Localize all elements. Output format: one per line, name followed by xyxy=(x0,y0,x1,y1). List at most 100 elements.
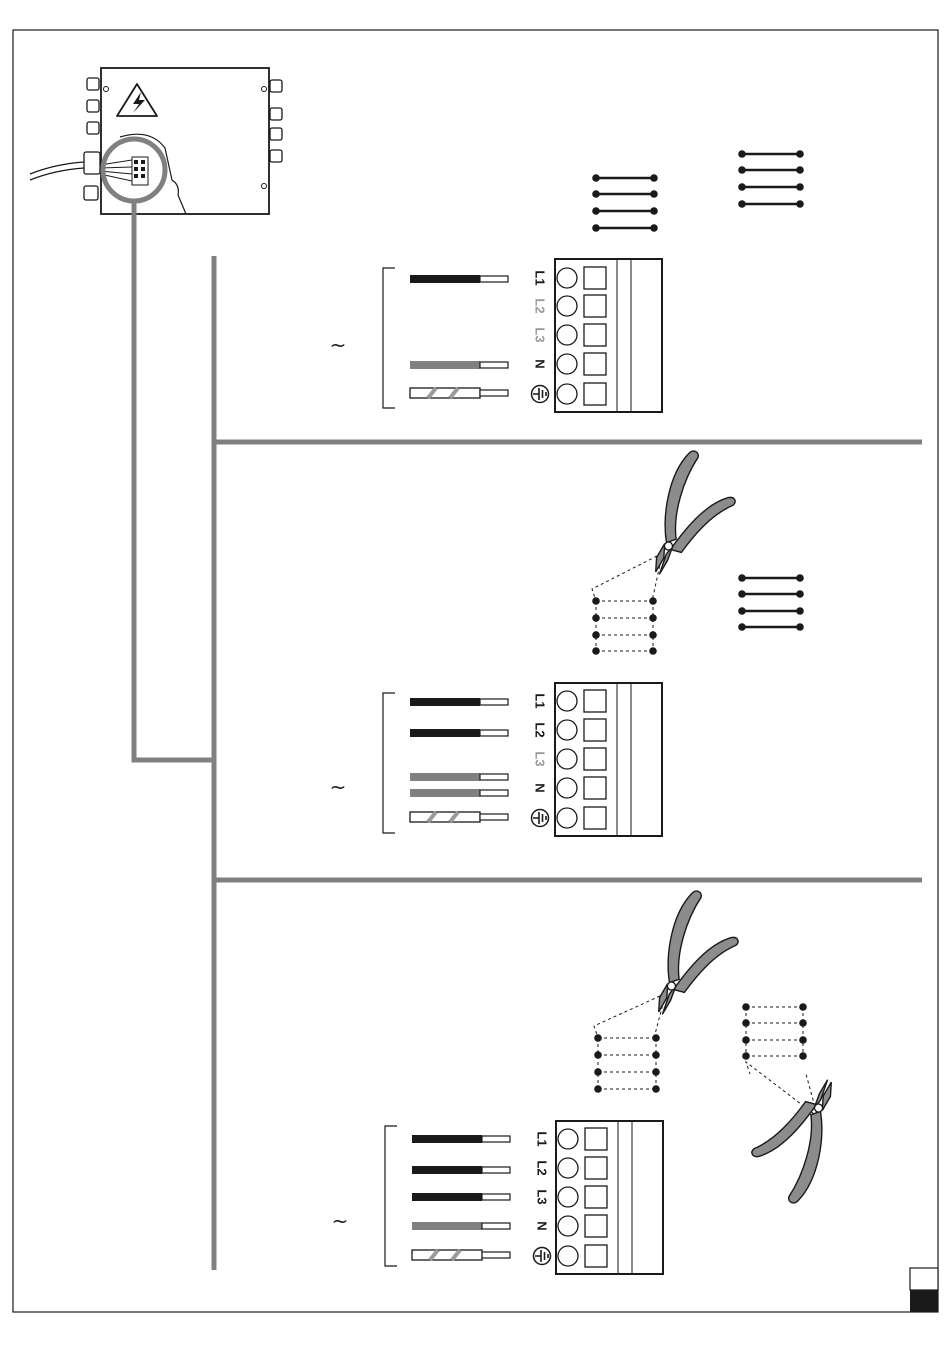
jumper-end xyxy=(742,1036,750,1044)
terminal-clamp xyxy=(584,807,606,829)
jumper-end xyxy=(592,190,600,198)
earth-ground-icon xyxy=(532,386,549,403)
plier-handle xyxy=(758,1110,854,1205)
terminal-screw xyxy=(557,691,577,711)
jumper-end xyxy=(592,631,600,639)
wire xyxy=(412,1222,510,1230)
wire-conductor xyxy=(480,390,508,396)
cut-guide-line xyxy=(594,996,660,1038)
jumper-end xyxy=(652,1085,660,1093)
terminal-screw xyxy=(557,808,577,828)
terminal-clamp xyxy=(584,777,606,799)
jumper-end xyxy=(652,1068,660,1076)
earth-wire-insulation xyxy=(410,388,480,398)
terminal-label: L3 xyxy=(535,1189,550,1204)
wire-cutter-pliers-icon xyxy=(612,445,748,576)
jumper-end xyxy=(738,166,746,174)
jumper-end xyxy=(592,224,600,232)
jumper-end xyxy=(649,631,657,639)
wire xyxy=(410,729,508,737)
jumper-end xyxy=(796,166,804,174)
terminal-label: L2 xyxy=(533,298,548,313)
wire-conductor xyxy=(480,362,508,368)
wire-conductor xyxy=(480,814,508,820)
jumper-end xyxy=(594,1051,602,1059)
wire-insulation xyxy=(410,729,480,737)
wire-bundle-bracket xyxy=(385,1126,397,1266)
jumper-end xyxy=(742,1052,750,1060)
ac-tilde: ~ xyxy=(332,1209,349,1233)
jumper-end xyxy=(594,1068,602,1076)
jumper-end xyxy=(738,623,746,631)
wire-bundle-bracket xyxy=(383,693,395,833)
terminal-screw xyxy=(557,384,577,404)
terminal-screw xyxy=(557,778,577,798)
terminal-screw xyxy=(558,1187,578,1207)
jumper-bridge-icon xyxy=(592,174,658,232)
wire-cutter-pliers-icon xyxy=(615,885,751,1016)
jumper-end xyxy=(650,224,658,232)
jumper-end xyxy=(649,597,657,605)
terminal-screw xyxy=(557,268,577,288)
wire xyxy=(410,698,508,706)
ac-tilde: ~ xyxy=(330,775,347,799)
terminal-label: L1 xyxy=(533,693,548,708)
jumper-end xyxy=(742,1003,750,1011)
cut-guide-line xyxy=(592,556,657,601)
junction-box-icon xyxy=(30,68,282,214)
wire-insulation xyxy=(410,275,480,283)
jumper-end xyxy=(592,614,600,622)
terminal-label: L2 xyxy=(535,1160,550,1175)
terminal-clamp xyxy=(584,353,606,375)
terminal-clamp xyxy=(584,690,606,712)
jumper-end xyxy=(738,590,746,598)
earth-ground-icon xyxy=(534,1248,551,1265)
wire-conductor xyxy=(482,1223,510,1229)
jumper-end xyxy=(738,200,746,208)
wire-conductor xyxy=(482,1194,510,1200)
jumper-end xyxy=(799,1036,807,1044)
jumper-end xyxy=(738,607,746,615)
wire-cutter-pliers-icon xyxy=(739,1079,875,1210)
terminal-label: L3 xyxy=(533,751,548,766)
jumper-bridge-icon xyxy=(594,1034,660,1093)
jumper-end xyxy=(592,207,600,215)
terminal-clamp xyxy=(584,719,606,741)
terminal-block xyxy=(556,1121,663,1274)
wire-conductor xyxy=(480,790,508,796)
jumper-end xyxy=(796,183,804,191)
terminal-block xyxy=(555,259,662,412)
plier-handle xyxy=(636,889,732,984)
wire xyxy=(410,812,508,822)
wire xyxy=(412,1193,510,1201)
jumper-end xyxy=(650,174,658,182)
terminal-clamp xyxy=(585,1128,607,1150)
wire-conductor xyxy=(480,699,508,705)
jumper-end xyxy=(649,614,657,622)
jumper-end xyxy=(738,574,746,582)
earth-ground-icon xyxy=(532,810,549,827)
jumper-end xyxy=(796,150,804,158)
terminal-screw xyxy=(557,720,577,740)
terminal-clamp xyxy=(584,295,606,317)
wire xyxy=(412,1250,510,1260)
terminal-screw xyxy=(557,296,577,316)
jumper-end xyxy=(652,1051,660,1059)
jumper-end xyxy=(650,207,658,215)
wire-conductor xyxy=(480,730,508,736)
jumper-end xyxy=(742,1019,750,1027)
page-marker-box xyxy=(910,1268,938,1290)
wire xyxy=(410,275,508,283)
wire-insulation xyxy=(412,1166,482,1174)
terminal-clamp xyxy=(584,324,606,346)
jumper-end xyxy=(799,1019,807,1027)
terminal-screw xyxy=(557,325,577,345)
jumper-end xyxy=(592,174,600,182)
wiring-panel-3: ~L1L2L3N xyxy=(332,885,875,1274)
terminal-screw xyxy=(558,1158,578,1178)
wire xyxy=(410,773,508,781)
terminal-screw xyxy=(557,749,577,769)
wire-insulation xyxy=(410,361,480,369)
